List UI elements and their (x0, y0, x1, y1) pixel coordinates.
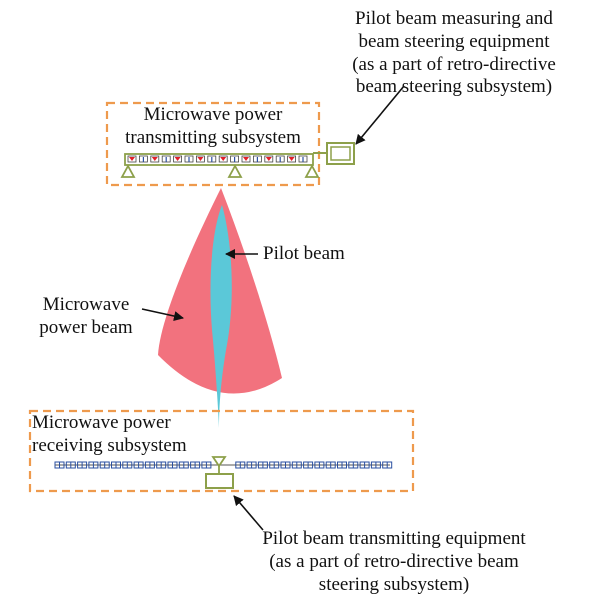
label-pilot-measuring-equipment: Pilot beam measuring and beam steering e… (352, 8, 556, 98)
tx-antenna-element (218, 155, 228, 163)
rx-antenna-element (99, 461, 110, 469)
rx-antenna-element (291, 461, 302, 469)
transmitting-subsystem-box (105, 101, 321, 187)
rx-antenna-element (190, 461, 201, 469)
rx-antenna-element (77, 461, 88, 469)
pilot-transmitting-equipment (205, 473, 234, 489)
rx-antenna-element (65, 461, 76, 469)
support-triangle (227, 164, 243, 178)
rx-antenna-element (280, 461, 291, 469)
tx-antenna-element (138, 155, 148, 163)
arrow-pilot-transmit (233, 495, 264, 531)
pilot-beam (210, 205, 232, 428)
rx-antenna-element (122, 461, 133, 469)
rx-antenna-element (314, 461, 325, 469)
tx-antenna-element (287, 155, 297, 163)
rx-antenna-element (348, 461, 359, 469)
tx-antenna-element (264, 155, 274, 163)
rx-antenna-element (133, 461, 144, 469)
label-receiving-subsystem: Microwave power receiving subsystem (32, 412, 187, 456)
tx-antenna-element (161, 155, 171, 163)
tx-antenna-element (195, 155, 205, 163)
pilot-transmit-antenna (211, 456, 227, 468)
tx-antenna-element (150, 155, 160, 163)
rx-antenna-element (235, 461, 246, 469)
rx-antenna-element (269, 461, 280, 469)
rx-antenna-element (167, 461, 178, 469)
label-transmitting-subsystem: Microwave power transmitting subsystem (125, 104, 301, 148)
tx-antenna-element (230, 155, 240, 163)
label-microwave-power-beam: Microwave power beam (39, 294, 133, 338)
tx-antenna-element (184, 155, 194, 163)
arrow-pilot-equipment (355, 85, 405, 145)
tx-antenna-element (173, 155, 183, 163)
rx-antenna-element (246, 461, 257, 469)
rx-antenna-element (88, 461, 99, 469)
label-pilot-beam: Pilot beam (263, 243, 345, 264)
tx-antenna-element (127, 155, 137, 163)
rx-antenna-element (382, 461, 393, 469)
tx-antenna-element (241, 155, 251, 163)
rx-antenna-element (201, 461, 212, 469)
arrow-power-beam (141, 308, 184, 321)
rx-antenna-element (178, 461, 189, 469)
transmitting-antenna-array (120, 153, 320, 178)
label-pilot-transmitting-equipment: Pilot beam transmitting equipment (as a … (262, 528, 526, 595)
receiving-subsystem-box (28, 409, 415, 493)
tx-antenna-element (252, 155, 262, 163)
support-triangle (304, 164, 320, 178)
rx-antenna-element (156, 461, 167, 469)
rx-antenna-element (359, 461, 370, 469)
rx-antenna-element (257, 461, 268, 469)
rx-antenna-element (144, 461, 155, 469)
tx-antenna-element (275, 155, 285, 163)
rx-antenna-element (303, 461, 314, 469)
support-triangle (120, 164, 136, 178)
tx-antenna-element (298, 155, 308, 163)
rx-antenna-element (325, 461, 336, 469)
tx-antenna-element (207, 155, 217, 163)
rx-antenna-element (54, 461, 65, 469)
rx-antenna-element (111, 461, 121, 469)
receiving-antenna-array (54, 461, 393, 469)
rx-antenna-element (370, 461, 381, 469)
rx-antenna-element (337, 461, 347, 469)
